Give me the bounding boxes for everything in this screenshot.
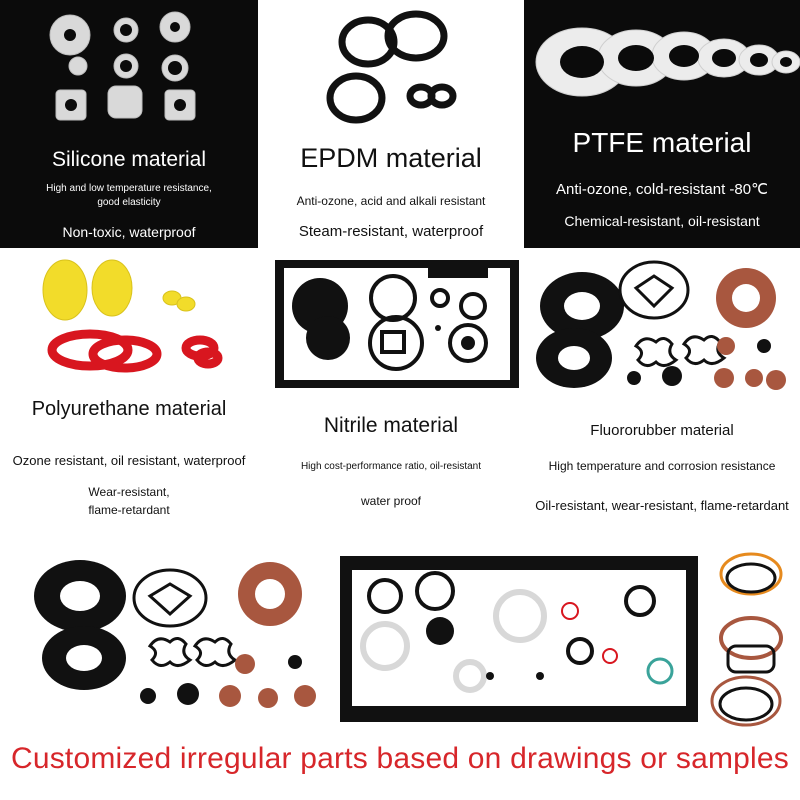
epdm-line1: Anti-ozone, acid and alkali resistant <box>296 194 486 208</box>
silicone-line2: Non-toxic, waterproof <box>62 224 196 240</box>
fluororubber-line2: Oil-resistant, wear-resistant, flame-ret… <box>535 498 789 513</box>
epdm-panel: EPDM material Anti-ozone, acid and alkal… <box>258 0 524 248</box>
nitrile-line2: water proof <box>360 494 422 508</box>
ptfe-title: PTFE material <box>572 127 752 158</box>
epdm-line2: Steam-resistant, waterproof <box>298 223 484 240</box>
ptfe-parts-image <box>535 27 800 97</box>
bottom-gallery <box>0 526 800 740</box>
nitrile-title: Nitrile material <box>323 414 459 437</box>
polyurethane-line2: Wear-resistant, <box>88 485 170 499</box>
custom-parts-left-image <box>34 560 316 708</box>
epdm-parts-image <box>326 10 457 124</box>
fluororubber-title: Fluororubber material <box>590 422 734 439</box>
nitrile-line1: High cost-performance ratio, oil-resista… <box>300 461 482 472</box>
custom-parts-sheet-image <box>340 556 698 722</box>
ptfe-line1: Anti-ozone, cold-resistant -80℃ <box>556 181 768 198</box>
polyurethane-panel: Polyurethane material Ozone resistant, o… <box>0 248 258 526</box>
nitrile-parts-image <box>275 260 519 388</box>
fluororubber-line1: High temperature and corrosion resistanc… <box>548 459 776 473</box>
fluororubber-panel: Fluororubber material High temperature a… <box>524 248 800 526</box>
epdm-title: EPDM material <box>300 143 482 173</box>
nitrile-panel: Nitrile material High cost-performance r… <box>258 248 524 526</box>
silicone-panel: Silicone material High and low temperatu… <box>0 0 258 248</box>
custom-parts-banner: Customized irregular parts based on draw… <box>10 742 790 775</box>
polyurethane-line3: flame-retardant <box>88 503 170 517</box>
polyurethane-title: Polyurethane material <box>31 398 227 420</box>
fluororubber-parts-image <box>536 260 786 390</box>
silicone-parts-image <box>49 11 196 121</box>
polyurethane-line1: Ozone resistant, oil resistant, waterpro… <box>12 453 246 468</box>
silicone-title: Silicone material <box>51 148 207 171</box>
custom-parts-right-image <box>710 552 783 727</box>
polyurethane-parts-image <box>42 259 223 373</box>
ptfe-panel: PTFE material Anti-ozone, cold-resistant… <box>524 0 800 248</box>
ptfe-line2: Chemical-resistant, oil-resistant <box>564 213 760 229</box>
silicone-line1: High and low temperature resistance, goo… <box>46 183 212 208</box>
